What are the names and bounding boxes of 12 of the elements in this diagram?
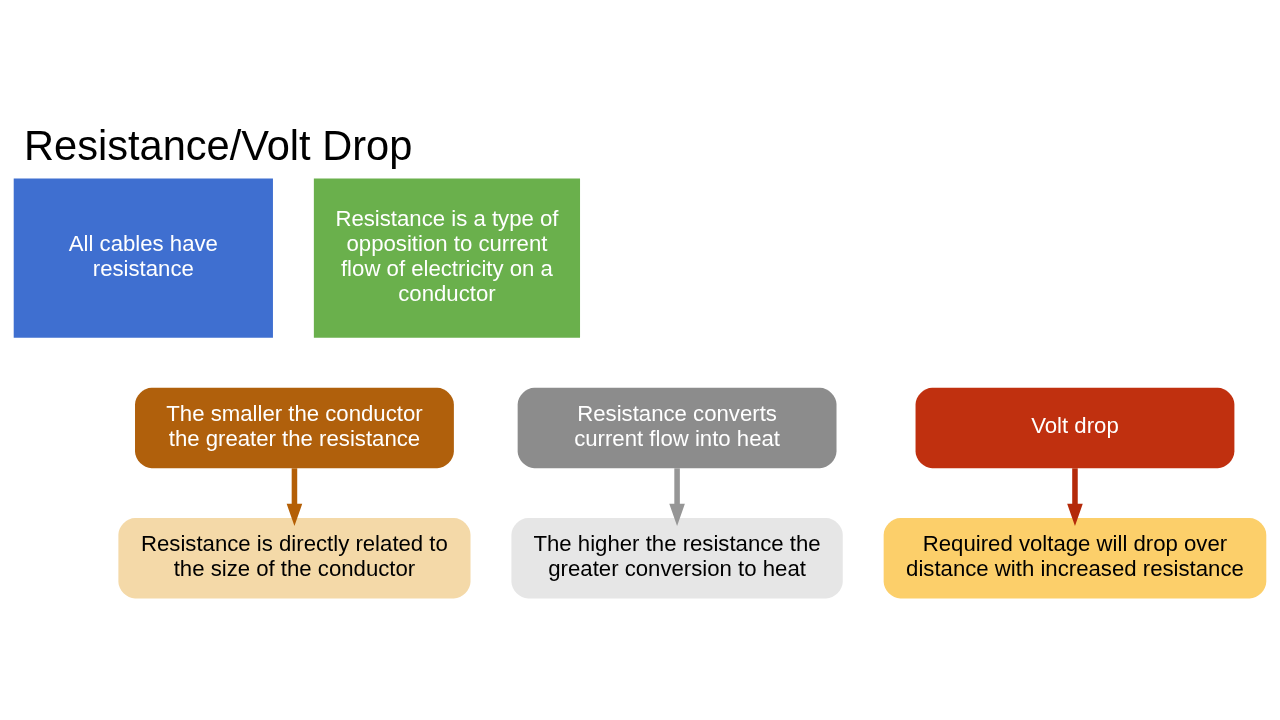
node-box: Resistance is directly related to the size of the conductor <box>118 518 471 599</box>
arrow <box>1067 468 1083 527</box>
node-box: Volt drop <box>915 387 1235 469</box>
node-box: The higher the resistance the greater conversion to heat <box>511 518 843 599</box>
arrow <box>669 468 685 527</box>
node-box: Resistance converts current flow into heat <box>517 387 837 469</box>
node-box: Required voltage will drop over distance with increased resistance <box>883 518 1267 599</box>
arrow <box>286 468 303 527</box>
node-box: Resistance is a type of opposition to current flow of electricity on a conductor <box>313 178 581 338</box>
node-box: All cables have resistance <box>13 178 273 338</box>
node-box: The smaller the conductor the greater the resistance <box>135 387 454 469</box>
diagram-title: Resistance/Volt Drop <box>24 122 413 170</box>
